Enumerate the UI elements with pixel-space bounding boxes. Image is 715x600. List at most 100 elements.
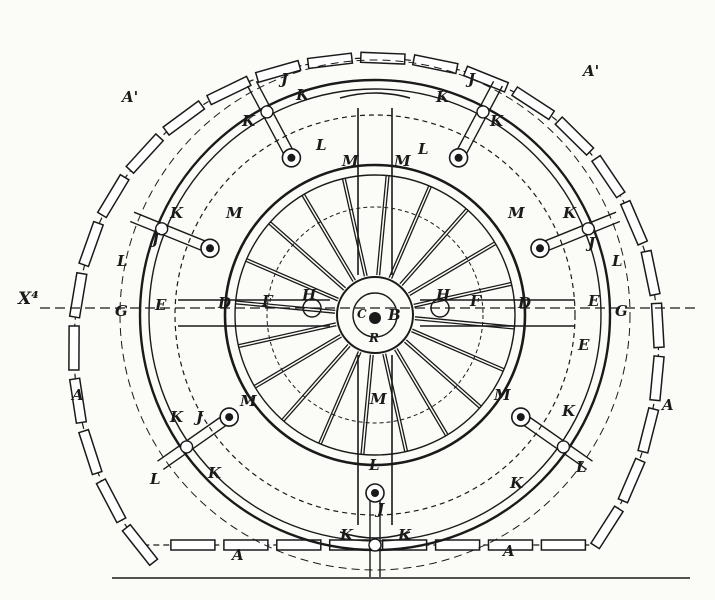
track-shoe: [487, 539, 534, 551]
spoke-ring: [266, 206, 484, 424]
joint-j: [556, 440, 571, 454]
spoke: [413, 281, 512, 306]
wheel-rim-outer: [223, 163, 527, 467]
spoke: [414, 284, 512, 308]
label-low-l-left: L: [149, 470, 161, 488]
spoke: [388, 185, 430, 278]
spoke: [303, 193, 356, 281]
label-f-right: F: [469, 292, 482, 310]
track-shoe: [162, 99, 206, 137]
spoke: [401, 210, 469, 287]
spoke: [399, 208, 467, 285]
joint-j: [260, 105, 274, 119]
spoke: [245, 260, 338, 302]
label-d-left: D: [217, 294, 231, 312]
hub-outer: [336, 276, 414, 354]
track-shoe: [205, 75, 252, 106]
spoke: [344, 178, 368, 276]
track-shoe: [223, 539, 269, 551]
spoke: [408, 241, 495, 294]
spoke: [376, 175, 387, 276]
label-low-m-right: M: [493, 386, 511, 404]
label-top-m-right: M: [393, 152, 411, 170]
spoke: [301, 195, 354, 282]
pivot-m-center: [536, 244, 544, 253]
link-bar: [246, 80, 297, 161]
track-shoe: [77, 428, 103, 476]
label-top-k1-right: K: [435, 88, 450, 106]
track-shoe: [68, 271, 88, 319]
track-shoe: [540, 539, 587, 551]
spoke: [270, 221, 347, 289]
spoke: [360, 354, 372, 455]
track-shoe: [359, 51, 406, 65]
link-bar: [157, 412, 233, 470]
track-shoe: [306, 52, 354, 70]
label-mid-j-left: J: [149, 230, 160, 248]
link-bar: [453, 80, 504, 161]
spoke: [238, 322, 336, 346]
label-bot-k-right: K: [397, 526, 412, 544]
pivot-m-center: [516, 413, 525, 422]
spoke: [341, 178, 366, 277]
spoke: [363, 354, 374, 455]
track-shoe: [68, 377, 88, 425]
track-shoe: [68, 325, 80, 371]
label-low-m-left: M: [239, 392, 257, 410]
wheel-spokes: [235, 175, 515, 455]
label-g-left: G: [115, 302, 128, 320]
spoke: [320, 352, 362, 445]
label-b-center: B: [387, 306, 401, 324]
label-top-l-left: L: [315, 136, 327, 154]
spoke: [268, 223, 345, 291]
spoke: [411, 331, 504, 372]
pivot-m-center: [206, 244, 214, 253]
track-shoe: [650, 302, 665, 349]
label-low-k2-right: K: [509, 474, 524, 492]
label-mid-m-right: M: [507, 204, 525, 222]
track-shoe: [411, 54, 459, 75]
label-low-k-right: K: [561, 402, 576, 420]
track-shoe: [78, 220, 105, 268]
label-h-left: H: [301, 286, 317, 304]
track-shoe: [589, 505, 625, 550]
track-guide-ring: [119, 59, 631, 571]
link-bar: [369, 493, 381, 577]
joint-j: [368, 538, 382, 552]
track-shoe: [434, 539, 481, 551]
track-shoe: [649, 355, 665, 402]
hub-inner: [352, 292, 398, 338]
spoke: [253, 334, 341, 387]
label-top-k2-left: K: [241, 112, 256, 130]
track-shoe: [640, 249, 661, 297]
track-shoe: [170, 539, 216, 551]
spoke: [396, 348, 449, 435]
track-shoe: [125, 132, 165, 175]
label-top-j-right: J: [465, 70, 476, 88]
link-bar: [517, 412, 593, 470]
track-shoe: [637, 406, 660, 454]
spoke: [246, 258, 339, 299]
hub-axle: [369, 312, 381, 324]
joint-j: [154, 222, 169, 236]
label-bot-j: J: [374, 500, 385, 518]
joint-j: [179, 440, 194, 454]
label-top-l-right: L: [417, 140, 429, 158]
label-a-right: A: [660, 396, 674, 414]
label-e-right-low: E: [577, 336, 590, 354]
track-shoes: [68, 51, 665, 567]
label-low-k2-left: K: [207, 464, 222, 482]
wheel-rim-inner: [234, 174, 516, 456]
spoke: [382, 354, 406, 452]
label-d-right: D: [517, 294, 531, 312]
label-low-j-left: J: [193, 408, 204, 426]
track-shoe: [554, 116, 595, 157]
track-shoe: [590, 154, 626, 199]
spoke: [403, 341, 480, 409]
pivot-m-center: [225, 413, 234, 422]
track-shoe: [95, 477, 127, 524]
label-e-right-axis: E: [587, 292, 600, 310]
label-mid-k-right: K: [562, 204, 577, 222]
label-a-bottom-left: A: [230, 546, 244, 564]
